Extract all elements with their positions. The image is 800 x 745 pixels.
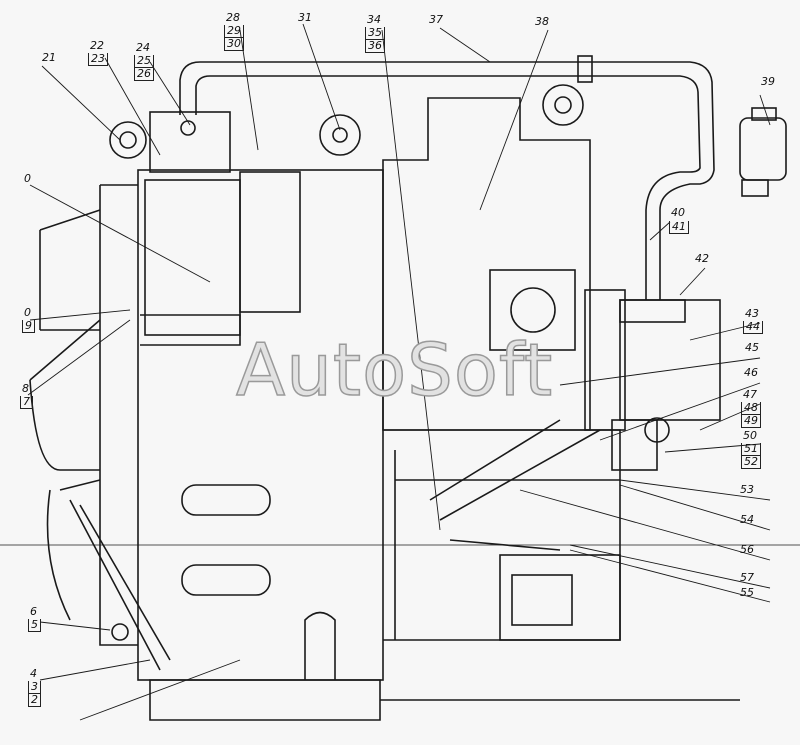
top-pipe [179, 61, 715, 300]
callout-41: 41 [669, 221, 689, 234]
callout-42: 42 [695, 252, 709, 265]
callout-35: 35 [365, 27, 385, 40]
callout-9-cut: 9 [22, 320, 35, 333]
callout-56: 56 [740, 543, 754, 556]
callout-28: 28 [226, 11, 240, 24]
callout-7-cut: 7 [20, 396, 33, 409]
callout-31: 31 [298, 11, 312, 24]
leader-lines [27, 23, 771, 721]
callout-36: 36 [365, 40, 385, 53]
callout-20-cut: 0 [24, 172, 31, 185]
main-housing [137, 169, 384, 681]
callout-5: 5 [28, 619, 41, 632]
callout-39: 39 [761, 75, 775, 88]
callout-25: 25 [134, 55, 154, 68]
callout-53: 53 [740, 483, 754, 496]
callout-43: 43 [745, 307, 759, 320]
callout-52: 52 [741, 456, 761, 469]
callout-46: 46 [744, 366, 758, 379]
callout-3: 3 [28, 681, 41, 694]
callout-10-cut: 0 [24, 306, 31, 319]
callout-48: 48 [741, 402, 761, 415]
callout-26: 26 [134, 68, 154, 81]
callout-29: 29 [224, 25, 244, 38]
callout-8-cut: 8 [22, 382, 29, 395]
callout-30: 30 [224, 38, 244, 51]
filter-39 [739, 117, 787, 181]
callout-47: 47 [743, 388, 757, 401]
callout-49: 49 [741, 415, 761, 428]
callout-37: 37 [429, 13, 443, 26]
callout-4: 4 [30, 667, 37, 680]
callout-2: 2 [28, 694, 41, 707]
callout-38: 38 [535, 15, 549, 28]
callout-40: 40 [671, 206, 685, 219]
callout-34: 34 [367, 13, 381, 26]
callout-51: 51 [741, 443, 761, 456]
callout-23: 23 [88, 53, 108, 66]
callout-50: 50 [743, 429, 757, 442]
callout-6: 6 [30, 605, 37, 618]
callout-24: 24 [136, 41, 150, 54]
callout-54: 54 [740, 513, 754, 526]
callout-44: 44 [743, 321, 763, 334]
callout-21: 21 [42, 51, 56, 64]
callout-22: 22 [90, 39, 104, 52]
callout-45: 45 [745, 341, 759, 354]
callout-57: 57 [740, 571, 754, 584]
callout-55: 55 [740, 586, 754, 599]
watermark: AutoSoft [235, 328, 554, 412]
